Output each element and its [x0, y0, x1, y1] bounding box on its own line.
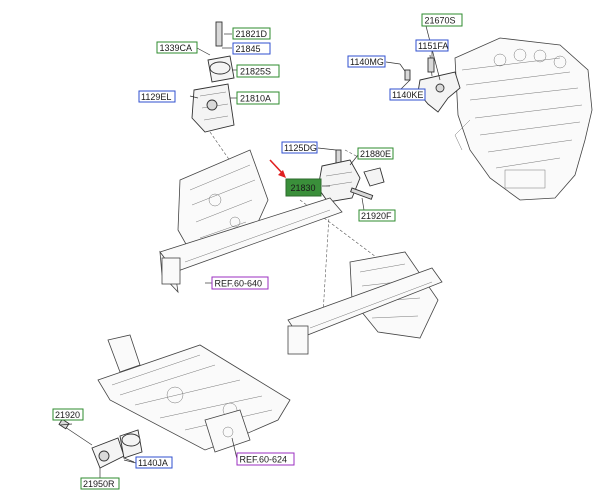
- part-label-1129EL[interactable]: 1129EL: [138, 90, 176, 103]
- part-label-21830-text: 21830: [291, 183, 316, 193]
- part-label-1125DG[interactable]: 1125DG: [281, 141, 318, 154]
- part-label-1140JA-text: 1140JA: [138, 458, 168, 468]
- part-label-1151FA-text: 1151FA: [418, 41, 448, 51]
- side-member-frame-upper: [159, 149, 343, 294]
- reference-label-60-624-text: REF.60-624: [240, 455, 288, 465]
- part-label-1339CA-text: 1339CA: [160, 43, 193, 53]
- part-label-1151FA[interactable]: 1151FA: [415, 39, 449, 52]
- part-label-21920[interactable]: 21920: [52, 408, 84, 421]
- part-label-21825S[interactable]: 21825S: [236, 64, 280, 78]
- part-label-1140MG-text: 1140MG: [350, 57, 384, 67]
- reference-label-60-640[interactable]: REF.60-640: [211, 276, 269, 290]
- part-label-21920-text: 21920: [55, 410, 80, 420]
- part-label-1140KE-text: 1140KE: [392, 90, 423, 100]
- part-label-21825S-text: 21825S: [240, 67, 271, 77]
- part-label-21830-highlighted[interactable]: 21830: [285, 178, 322, 197]
- front-subframe: [97, 334, 291, 453]
- reference-label-60-624[interactable]: REF.60-624: [236, 452, 295, 466]
- part-label-1339CA[interactable]: 1339CA: [156, 41, 198, 54]
- roll-rod-mount-21950R: [58, 418, 143, 469]
- part-label-1140KE[interactable]: 1140KE: [389, 88, 426, 101]
- part-label-21810A-text: 21810A: [240, 94, 271, 104]
- part-label-21880E[interactable]: 21880E: [357, 147, 394, 160]
- part-label-21950R-text: 21950R: [83, 479, 115, 489]
- part-label-21670S[interactable]: 21670S: [421, 13, 463, 27]
- part-label-21821D[interactable]: 21821D: [232, 27, 271, 40]
- part-label-1129EL-text: 1129EL: [141, 92, 171, 102]
- engine-block: [454, 37, 593, 201]
- part-label-21845-text: 21845: [236, 44, 261, 54]
- part-label-21950R[interactable]: 21950R: [80, 477, 120, 490]
- engine-mount-21810A: [191, 21, 235, 133]
- part-label-21920F-text: 21920F: [361, 211, 392, 221]
- part-label-21810A[interactable]: 21810A: [236, 91, 280, 105]
- part-label-21920F[interactable]: 21920F: [358, 209, 396, 222]
- red-indicator-arrow: [269, 159, 286, 178]
- part-label-21880E-text: 21880E: [360, 149, 391, 159]
- part-label-21670S-text: 21670S: [425, 16, 456, 26]
- side-member-frame-lower: [287, 251, 443, 355]
- transmission-mount-21830: [317, 149, 385, 203]
- part-label-1125DG-text: 1125DG: [284, 143, 317, 153]
- part-label-1140MG[interactable]: 1140MG: [347, 55, 386, 68]
- reference-label-60-640-text: REF.60-640: [215, 279, 263, 289]
- engine-mount-bracket-21670S: [399, 54, 461, 113]
- part-label-1140JA[interactable]: 1140JA: [135, 456, 173, 469]
- part-label-21821D-text: 21821D: [236, 29, 268, 39]
- part-label-21845[interactable]: 21845: [232, 42, 271, 55]
